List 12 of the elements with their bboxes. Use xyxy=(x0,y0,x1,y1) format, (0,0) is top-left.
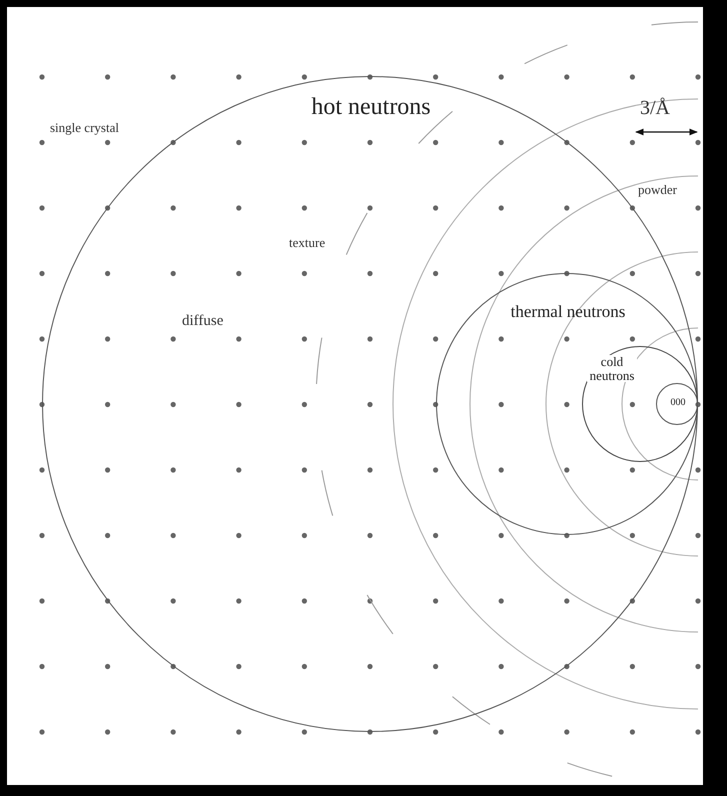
region-label: powder xyxy=(638,183,677,196)
region-label: texture xyxy=(289,236,326,249)
region-label: diffuse xyxy=(182,314,224,329)
scale-label: 3/Å xyxy=(640,98,670,118)
region-label: single crystal xyxy=(50,121,119,134)
circle-label: thermal neutrons xyxy=(510,303,626,321)
circle-label: 000 xyxy=(670,398,686,408)
ewald-circle xyxy=(656,383,698,425)
ewald-circle xyxy=(436,273,698,535)
circle-label: hot neutrons xyxy=(310,95,432,120)
ewald-circle xyxy=(582,346,698,462)
circle-label: cold neutrons xyxy=(587,355,637,382)
